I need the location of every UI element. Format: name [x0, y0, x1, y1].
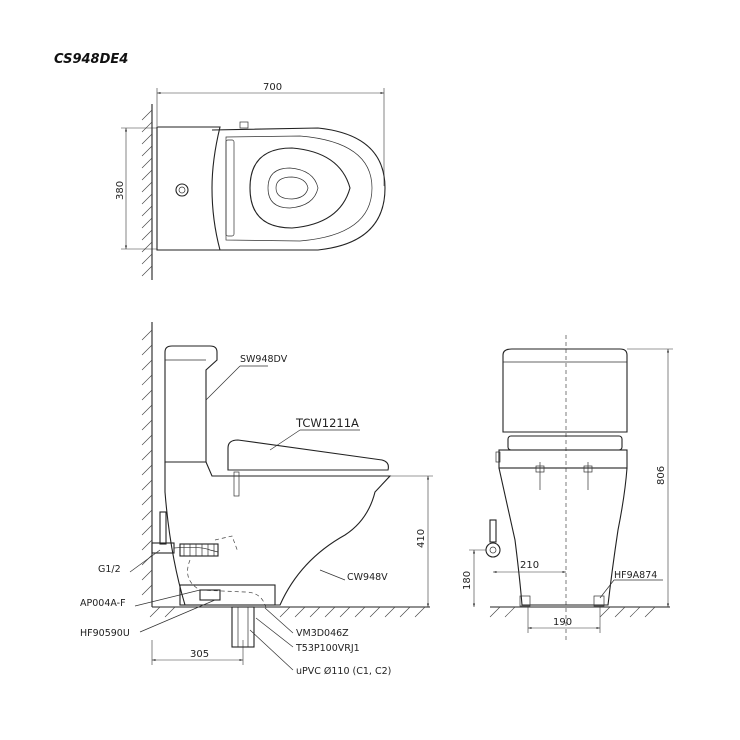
flush-button — [175, 183, 189, 197]
front-seat — [498, 449, 628, 469]
side-view: 410 305 SW948DV TCW1211A CW948V G1/2 AP0… — [80, 322, 433, 677]
label-bolt: T53P100VRJ1 — [295, 643, 360, 654]
label-seat: TCW1211A — [295, 416, 359, 430]
side-tank — [164, 345, 218, 463]
top-tank — [156, 126, 221, 251]
dim-380-text: 380 — [115, 181, 126, 200]
dim-210-text: 210 — [520, 560, 539, 571]
supply-pipe — [159, 511, 167, 545]
front-view: 806 210 180 190 HF9A874 — [462, 335, 673, 640]
dim-190-text: 190 — [553, 617, 572, 628]
bowl-opening — [249, 147, 351, 229]
dim-806-text: 806 — [656, 466, 667, 485]
hose — [179, 543, 219, 557]
front-supply-pipe — [489, 519, 497, 543]
trap-dashed — [187, 559, 267, 609]
dim-305-text: 305 — [190, 649, 209, 660]
label-valve: AP004A-F — [80, 598, 126, 609]
label-flange: VM3D046Z — [296, 628, 349, 639]
label-hose: HF90590U — [80, 628, 130, 639]
front-lid — [507, 435, 623, 451]
front-tank — [502, 348, 628, 433]
dim-180-text: 180 — [462, 571, 473, 590]
top-wall-hatch — [141, 109, 153, 277]
model-title: CS948DE4 — [54, 52, 129, 67]
label-supply: G1/2 — [98, 564, 121, 575]
top-seat-outer — [211, 127, 386, 251]
flange — [179, 584, 276, 606]
dim-410-text: 410 — [416, 529, 427, 548]
side-wall-hatch — [141, 329, 153, 596]
top-seat-inner — [225, 135, 373, 242]
label-tank: SW948DV — [240, 354, 288, 365]
front-bowl — [498, 467, 628, 606]
front-valve — [485, 542, 501, 558]
label-pipe: uPVC Ø110 (C1, C2) — [296, 666, 391, 677]
side-bowl — [164, 461, 392, 606]
side-seat-lid — [227, 439, 389, 471]
dim-700-text: 700 — [263, 82, 282, 93]
top-view: 700 380 — [115, 82, 386, 280]
label-bolt-cap: HF9A874 — [614, 570, 657, 581]
label-bowl: CW948V — [347, 572, 388, 583]
